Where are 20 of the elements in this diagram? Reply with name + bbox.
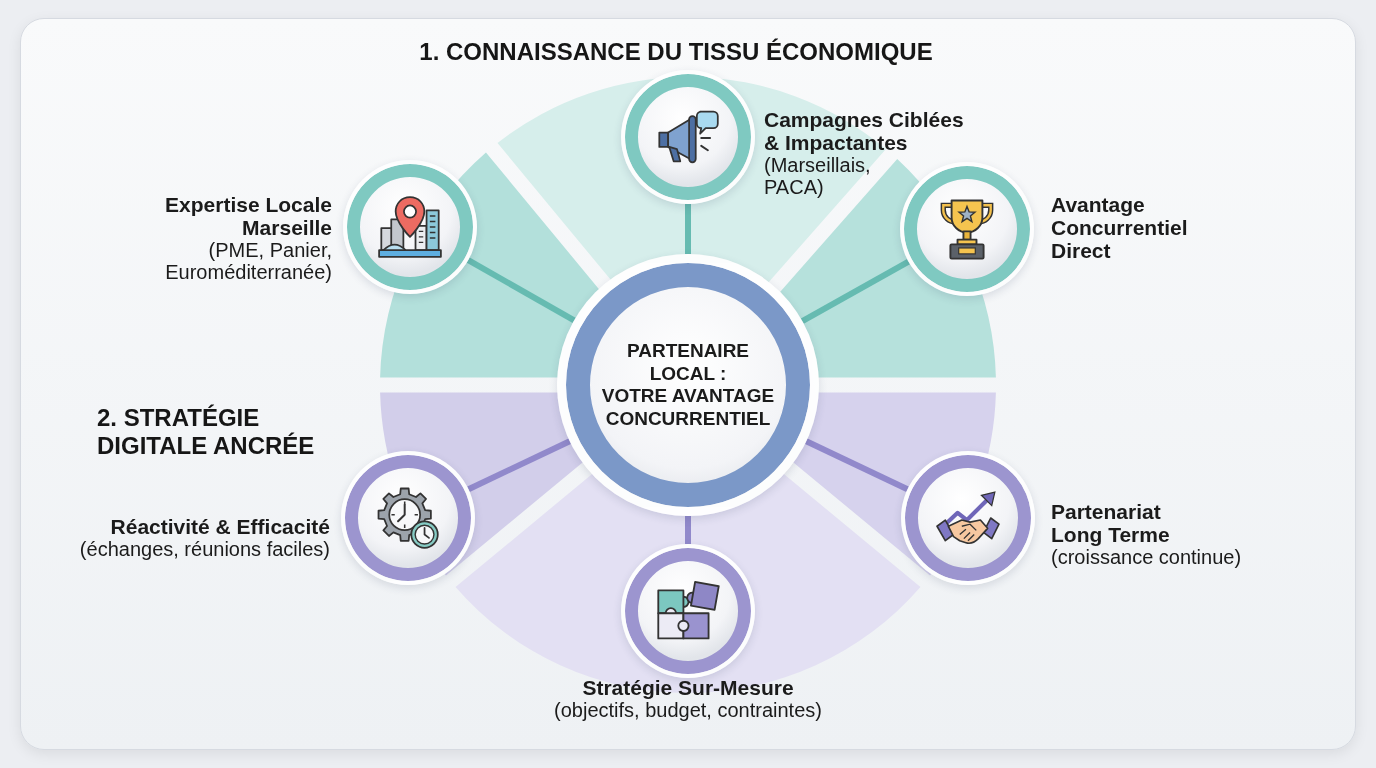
item-description: (croissance continue) — [1051, 546, 1242, 568]
item-description: (échanges, réunions faciles) — [79, 538, 330, 560]
connector-line — [800, 259, 910, 324]
item-title: Avantage Concurrentiel Direct — [1051, 193, 1189, 262]
connector-line — [685, 516, 691, 544]
connector-line — [467, 438, 571, 492]
item-description: (Marseillais, PACA) — [764, 154, 872, 198]
item-title: Réactivité & Efficacité — [110, 515, 330, 538]
item-description: (PME, Panier, Euroméditerranée) — [164, 239, 332, 283]
item-title: Campagnes Ciblées & Impactantes — [764, 108, 965, 154]
item-title: Expertise Locale Marseille — [164, 193, 332, 239]
item-title: Partenariat Long Terme — [1051, 500, 1171, 546]
connector-line — [685, 204, 691, 254]
item-description: (objectifs, budget, contraintes) — [554, 699, 822, 721]
hub-title: PARTENAIRE LOCAL : — [625, 340, 751, 385]
item-title: Stratégie Sur-Mesure — [582, 676, 794, 699]
connector-line — [466, 257, 576, 323]
connector-line — [805, 438, 909, 492]
hub-subtitle: VOTRE AVANTAGE CONCURRENTIEL — [600, 385, 776, 430]
section-heading: 2. STRATÉGIE DIGITALE ANCRÉE — [97, 404, 316, 460]
